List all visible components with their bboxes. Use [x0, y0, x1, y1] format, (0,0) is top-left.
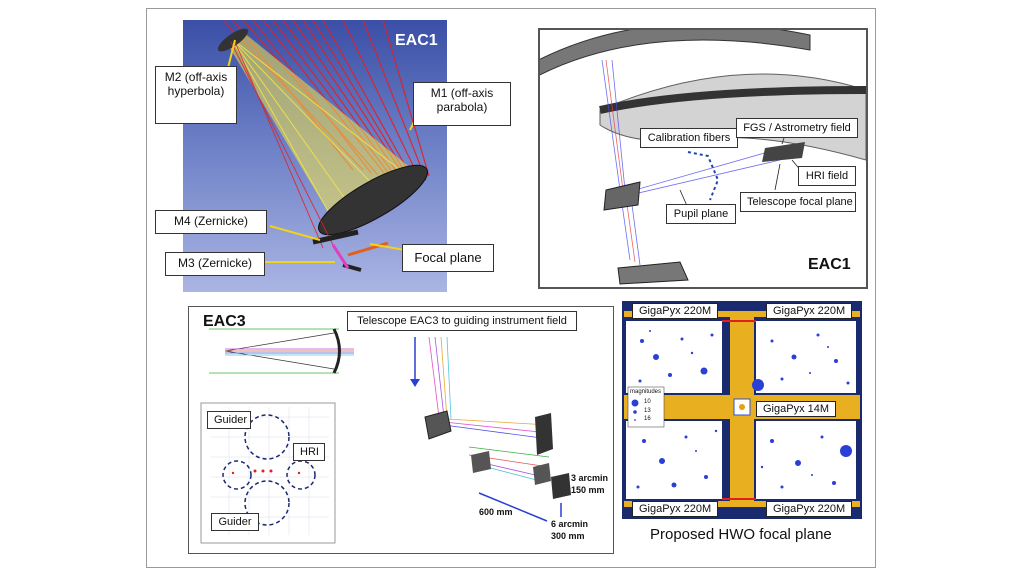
legend-title: magnitudes	[630, 389, 662, 395]
fold-mirror	[424, 410, 452, 440]
legend-mag-13: 13	[644, 408, 651, 414]
label-calibration-fibers: Calibration fibers	[640, 128, 738, 148]
label-fgs-astrometry: FGS / Astrometry field	[736, 118, 858, 138]
calibration-fiber-arc	[687, 151, 720, 201]
label-gigapyx-tr: GigaPyx 220M	[766, 303, 853, 319]
lower-optic	[617, 261, 689, 285]
label-m2: M2 (off-axis hyperbola)	[155, 66, 237, 124]
guider-field-top	[244, 414, 290, 460]
label-gigapyx-bl: GigaPyx 220M	[632, 501, 719, 517]
guider-field-bottom	[244, 480, 290, 526]
eac1-detail-drawing	[540, 30, 866, 285]
dim-3-arcmin: 3 arcmin	[571, 473, 609, 483]
label-hri-field: HRI field	[798, 166, 856, 186]
dim-6-arcmin: 6 arcmin	[551, 519, 589, 529]
label-hri: HRI	[293, 443, 325, 461]
eac1-title: EAC1	[395, 32, 438, 49]
label-eac3-field: Telescope EAC3 to guiding instrument fie…	[347, 311, 577, 331]
label-gigapyx-br: GigaPyx 220M	[766, 501, 853, 517]
reflected-beam	[225, 32, 423, 220]
label-m1: M1 (off-axis parabola)	[413, 82, 511, 126]
eac1-detail-panel: Calibration fibers FGS / Astrometry fiel…	[538, 28, 868, 289]
label-telescope-focal-plane: Telescope focal plane	[740, 192, 856, 212]
eac3-small-layout	[209, 328, 354, 374]
eac3-primary	[332, 328, 341, 374]
dim-300-mm: 300 mm	[551, 531, 585, 541]
eac3-panel: EAC3	[188, 306, 614, 554]
focal-plane-caption: Proposed HWO focal plane	[650, 526, 832, 543]
eac3-title: EAC3	[203, 313, 246, 330]
legend-mag-16: 16	[644, 416, 651, 422]
sensor-tl	[626, 321, 722, 393]
sensor-tr	[756, 321, 856, 393]
label-gigapyx-tl: GigaPyx 220M	[632, 303, 719, 319]
label-pupil-plane: Pupil plane	[666, 204, 736, 224]
focal-plane-beam	[347, 241, 389, 257]
magnitude-legend-box	[627, 386, 665, 428]
dim-600-mm: 600 mm	[479, 507, 513, 517]
primary-ring	[540, 30, 811, 76]
eac1-raytrace-panel: EAC1	[183, 20, 447, 292]
label-m4: M4 (Zernicke)	[155, 210, 267, 234]
relay-optic	[535, 413, 553, 455]
legend-mag-10: 10	[644, 399, 651, 405]
label-focal-plane: Focal plane	[402, 244, 494, 272]
focal-plane-panel: GigaPyx 220M GigaPyx 220M GigaPyx 14M Gi…	[622, 301, 862, 519]
label-m3: M3 (Zernicke)	[165, 252, 265, 276]
focal-plane-plate	[762, 142, 805, 162]
label-guider-bottom: Guider	[211, 513, 259, 531]
eac1-raytrace-drawing	[217, 20, 430, 272]
star-field	[636, 330, 852, 489]
sensor-br	[756, 421, 856, 499]
label-guider-top: Guider	[207, 411, 251, 429]
eac1-detail-title: EAC1	[808, 256, 851, 273]
pupil-optic	[603, 181, 641, 211]
m4-mirror	[312, 229, 359, 245]
detector-block	[551, 473, 571, 499]
hri-field-circle	[286, 460, 316, 490]
dim-150-mm: 150 mm	[571, 485, 605, 495]
label-gigapyx-center: GigaPyx 14M	[756, 401, 837, 417]
